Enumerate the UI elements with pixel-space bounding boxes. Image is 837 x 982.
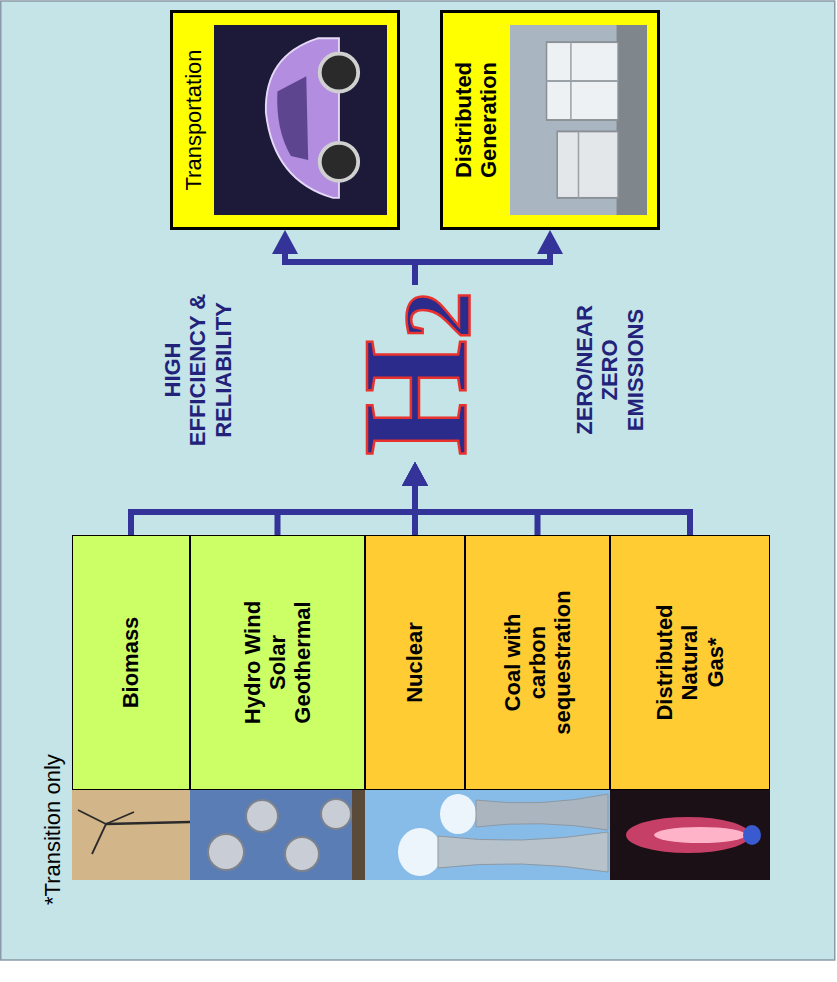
formula-text: H xyxy=(340,339,490,456)
generator-unit xyxy=(557,131,618,198)
turbine-blade xyxy=(78,810,106,824)
slide-panel xyxy=(1,1,835,960)
solar-dish xyxy=(246,800,278,832)
car-photo xyxy=(214,25,387,215)
photo-sky xyxy=(72,790,190,880)
solar-dish xyxy=(321,799,351,829)
node-text: Biomass xyxy=(118,617,143,709)
node-text: Transportation xyxy=(181,21,206,219)
photo-sky xyxy=(510,25,647,215)
turbine-blade xyxy=(92,824,106,854)
flame-core xyxy=(654,827,746,843)
solar-dish xyxy=(285,837,319,871)
hydrogen-symbol: H2 xyxy=(338,285,492,462)
steam xyxy=(398,828,442,876)
photo-sky xyxy=(365,790,610,880)
node-text: Nuclear xyxy=(402,622,427,703)
source-box: Nuclear xyxy=(365,535,465,790)
node-text: Coal with carbon sequestration xyxy=(500,583,576,743)
solar-photo xyxy=(190,790,365,880)
source-box: Biomass xyxy=(72,535,190,790)
source-box: Hydro Wind Solar Geothermal xyxy=(190,535,365,790)
wind-photo xyxy=(72,790,190,880)
solar-dish xyxy=(208,834,244,870)
photo-sky xyxy=(190,790,365,880)
panel-line xyxy=(547,80,619,82)
turbine-tower xyxy=(106,822,190,824)
generator-photo xyxy=(510,25,647,215)
node-text: Distributed Natural Gas* xyxy=(652,598,728,728)
flame-base xyxy=(743,825,761,845)
benefit-label: ZERO/NEAR ZERO EMISSIONS xyxy=(572,295,648,445)
photo-ground xyxy=(214,25,387,215)
car-window xyxy=(277,76,308,160)
cooling-tower xyxy=(476,794,608,830)
car-wheel xyxy=(320,54,358,92)
panel-line xyxy=(578,131,580,198)
use-box: Distributed Generation xyxy=(440,10,660,230)
use-box: Transportation xyxy=(170,10,400,230)
cooling-tower-photo xyxy=(365,790,610,880)
car-wheel xyxy=(320,143,358,181)
flow-arrow xyxy=(285,254,415,285)
photo-ground xyxy=(352,790,365,880)
turbine-blade xyxy=(106,812,134,824)
benefit-label: HIGH EFFICIENCY & RELIABILITY xyxy=(160,285,236,455)
flame xyxy=(626,817,750,853)
flow-arrow xyxy=(278,486,416,535)
photo-ground xyxy=(610,790,770,880)
source-box: Coal with carbon sequestration xyxy=(465,535,610,790)
photo-ground xyxy=(617,25,647,215)
flame-photo xyxy=(610,790,770,880)
generator-unit xyxy=(547,42,619,120)
flow-arrow xyxy=(131,486,415,535)
node-text: Hydro Wind Solar Geothermal xyxy=(240,600,316,725)
steam xyxy=(440,794,476,834)
footnote: *Transition only xyxy=(40,754,65,905)
flow-arrow xyxy=(415,486,690,535)
node-text: Distributed Generation xyxy=(451,21,502,219)
source-box: Distributed Natural Gas* xyxy=(610,535,770,790)
formula-text: 2 xyxy=(390,291,486,339)
cooling-tower xyxy=(438,832,608,872)
flow-arrow xyxy=(415,254,550,285)
